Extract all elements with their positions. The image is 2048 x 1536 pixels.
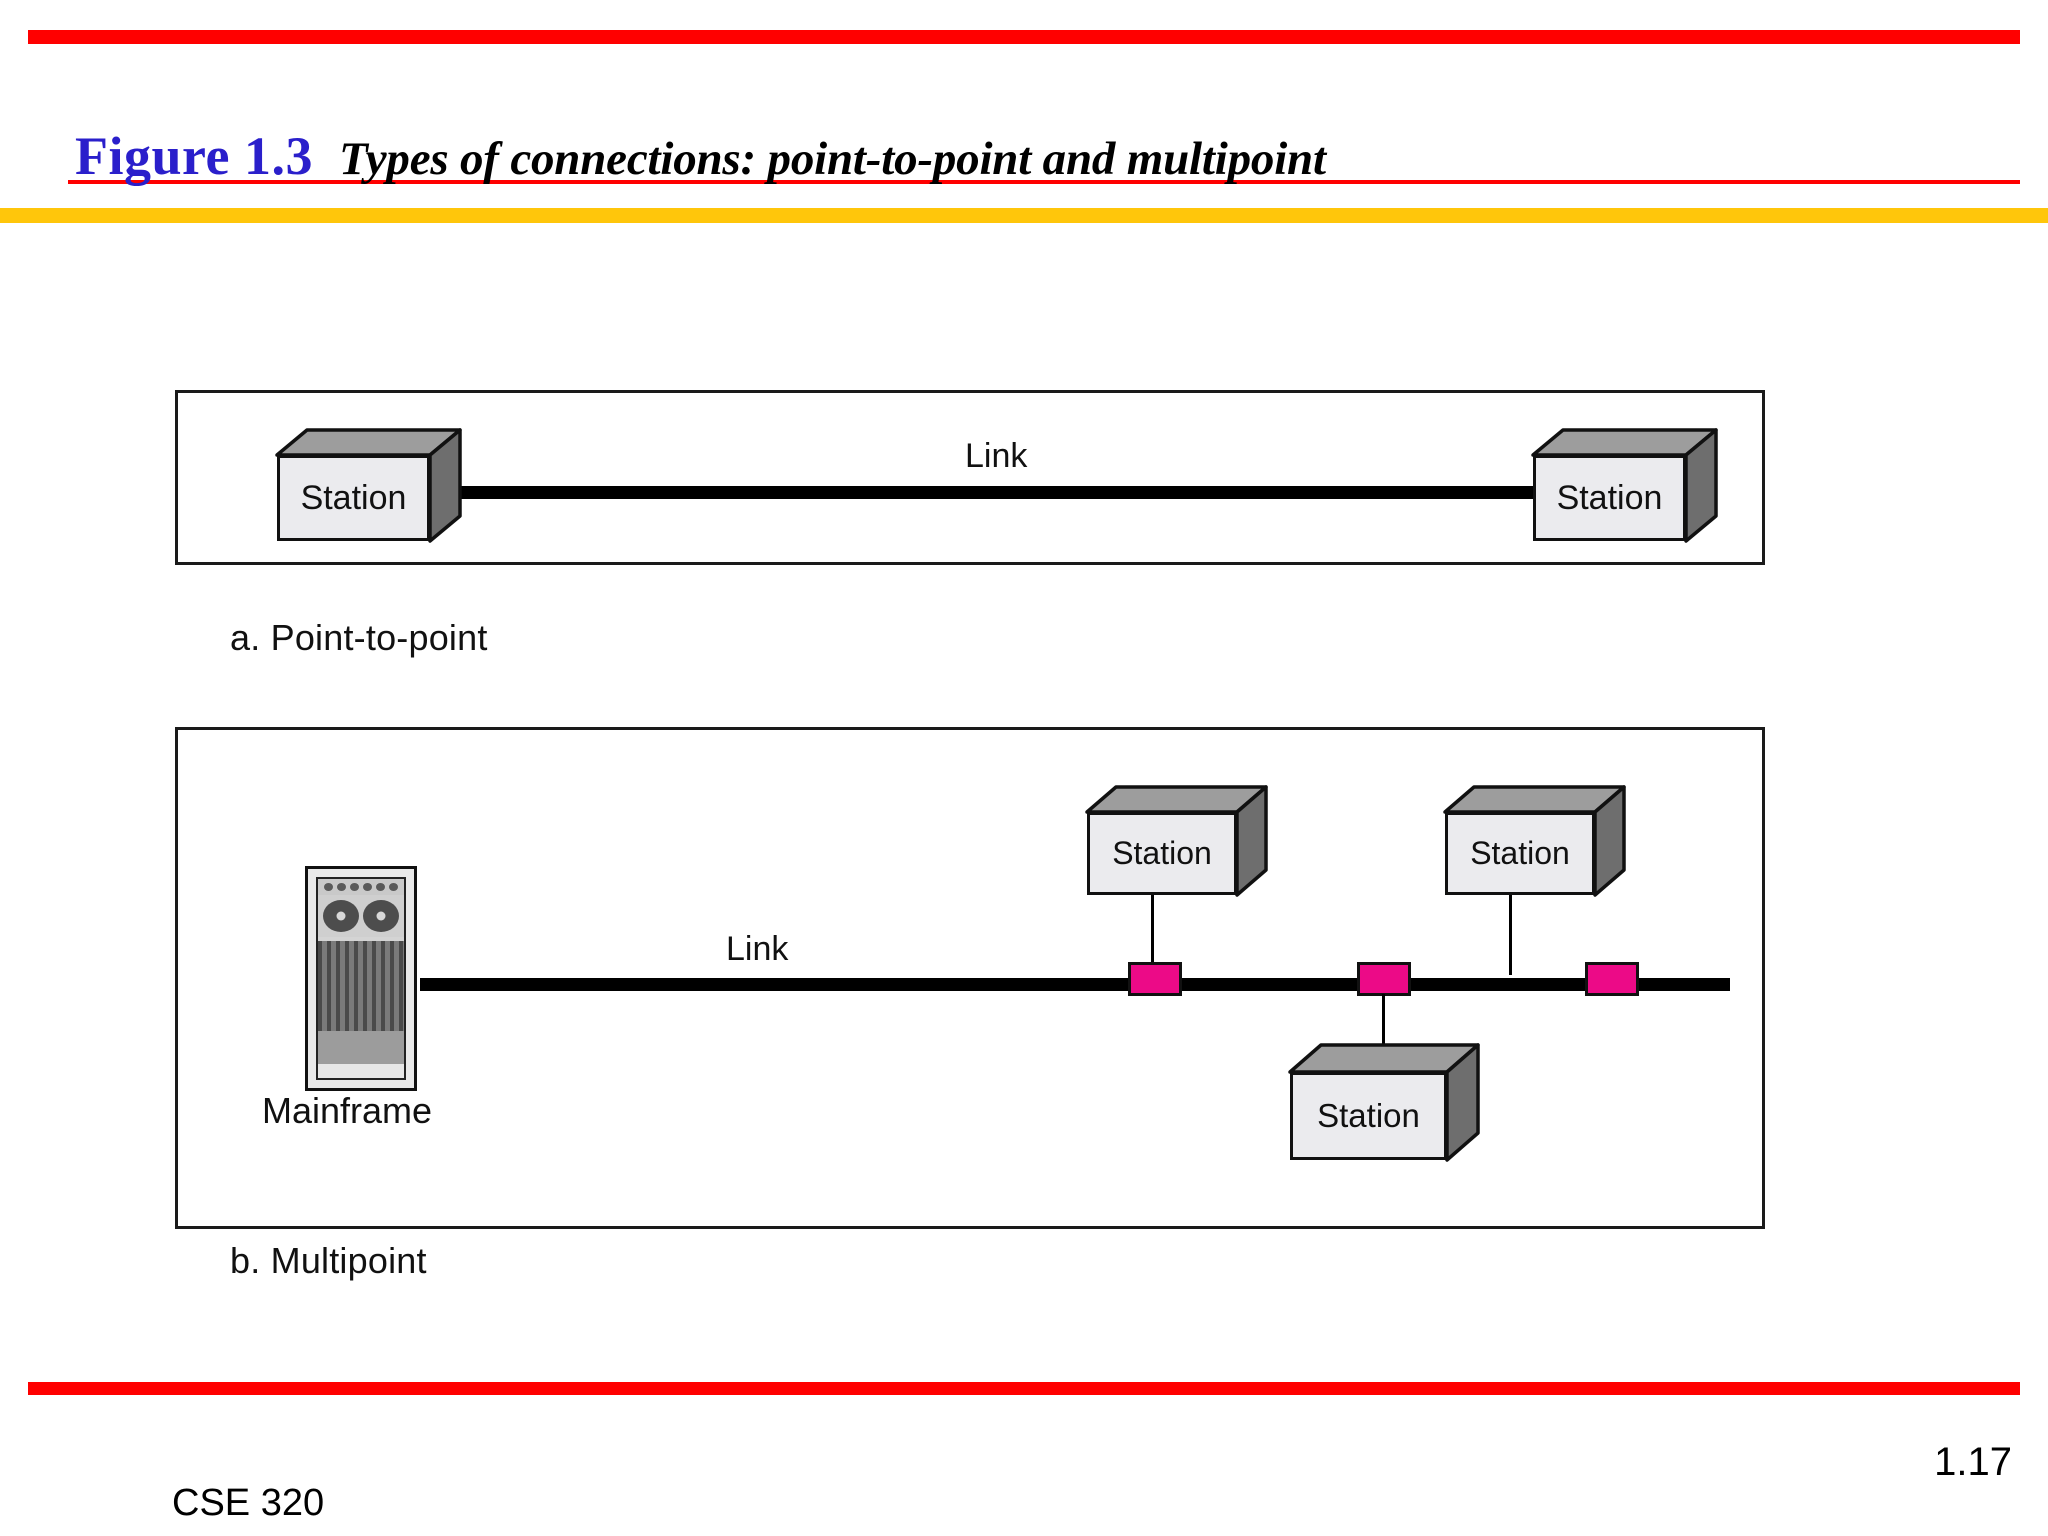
header-bottom-rule	[68, 180, 2020, 184]
station-label: Station	[1112, 835, 1212, 871]
station-a-left[interactable]: Station	[272, 424, 464, 546]
link-line-b	[420, 978, 1730, 991]
header-top-rule	[28, 30, 2020, 44]
header-yellow-rule	[0, 208, 2048, 223]
figure-caption: Types of connections: point-to-point and…	[338, 133, 1326, 185]
station-label: Station	[1317, 1097, 1420, 1134]
panel-b-caption: b. Multipoint	[230, 1240, 427, 1281]
tap-connector-3[interactable]	[1585, 962, 1639, 996]
station-3d-shell-icon	[1085, 785, 1268, 897]
station-label: Station	[1556, 478, 1663, 517]
footer-rule	[28, 1382, 2020, 1395]
station-b-upper-left[interactable]: Station	[1082, 782, 1270, 900]
station-face: Station	[277, 455, 430, 541]
station-a-right[interactable]: Station	[1528, 424, 1720, 546]
figure-title: Figure 1.3 Types of connections: point-t…	[75, 125, 1326, 187]
figure-number: Figure 1.3	[75, 126, 313, 186]
station-3d-shell-icon	[1443, 785, 1626, 897]
station-face: Station	[1290, 1072, 1447, 1160]
mainframe-tape-reels-icon	[318, 895, 404, 937]
station-face: Station	[1533, 455, 1686, 541]
drop-line-b-lower	[1382, 994, 1385, 1064]
station-face: Station	[1087, 812, 1237, 895]
mainframe-cabinet	[305, 866, 417, 1091]
mainframe-indicator-lights-icon	[318, 879, 404, 895]
course-code: CSE 320	[172, 1482, 325, 1524]
tap-connector-1[interactable]	[1128, 962, 1182, 996]
station-b-upper-right[interactable]: Station	[1440, 782, 1628, 900]
station-label: Station	[1470, 835, 1570, 871]
drop-line-b-upper-right	[1509, 895, 1512, 975]
station-face: Station	[1445, 812, 1595, 895]
panel-a-caption: a. Point-to-point	[230, 617, 488, 658]
station-label: Station	[300, 478, 407, 517]
mainframe-base	[318, 1064, 404, 1078]
page-number: 1.17	[1934, 1440, 2012, 1484]
tap-connector-2[interactable]	[1357, 962, 1411, 996]
station-3d-shell-icon	[275, 428, 462, 543]
link-line-a	[445, 486, 1535, 499]
mainframe[interactable]	[305, 866, 417, 1091]
mainframe-upper-vents-icon	[318, 941, 404, 1031]
station-b-lower[interactable]: Station	[1285, 1040, 1483, 1165]
link-label-b: Link	[726, 930, 789, 968]
link-label-a: Link	[965, 437, 1028, 475]
drop-line-b-upper-left	[1151, 895, 1154, 975]
mainframe-label: Mainframe	[262, 1090, 433, 1131]
mainframe-panel	[316, 877, 406, 1080]
